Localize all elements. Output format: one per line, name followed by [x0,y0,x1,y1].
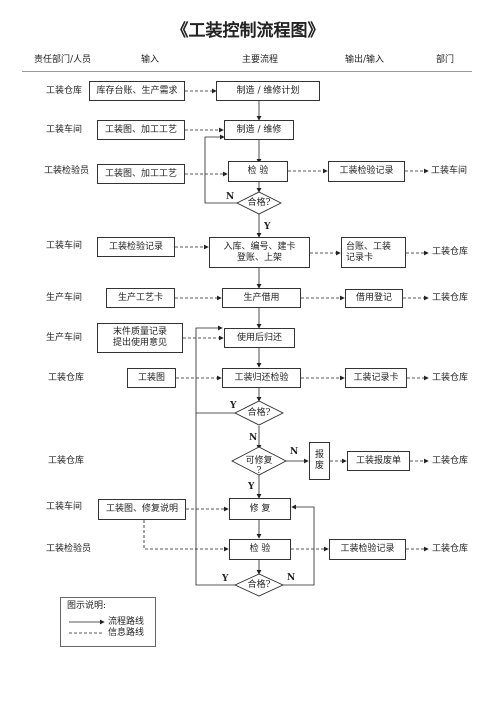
row5-input-box: 生产工艺卡 [106,288,175,308]
row10-process-box: 检 验 [229,539,291,560]
qualified-label-3: 合格? [247,580,271,590]
row3-dept: 工装检验员 [44,166,90,176]
row8-output-box: 工装报废单 [347,451,410,471]
row4-input-box: 工装检验记录 [97,237,175,257]
row5-dept2: 工装仓库 [432,293,469,303]
qualified-label-2: 合格? [247,408,271,418]
row3-process-box: 检 验 [228,161,288,182]
label-y2: Y [230,401,237,411]
label-n2: N [249,433,258,443]
row8-dept2: 工装仓库 [432,456,469,466]
row8-dept: 工装仓库 [48,456,85,466]
row10-dept: 工装检验员 [46,544,92,554]
row3-output-box: 工装检验记录 [328,161,405,182]
repairable-diamond [231,446,287,476]
row5-process-box: 生产借用 [222,288,301,308]
row6-process-box: 使用后归还 [224,328,295,348]
qualified-diamond-3 [234,573,284,597]
header-dept2: 部门 [436,55,455,65]
row6-dept: 生产车间 [46,333,83,343]
row1-process-box: 制造 / 维修计划 [216,81,320,101]
row7-dept2: 工装仓库 [432,373,469,383]
repairable-label: 可修复 ? [245,456,273,476]
label-n3: N [290,447,299,457]
row4-dept2: 工装仓库 [432,247,469,257]
legend-flow-label: 流程路线 [108,617,145,627]
row2-input-box: 工装图、加工工艺 [97,120,185,140]
qualified-diamond-1 [236,191,282,215]
legend-info-label: 信息路线 [108,628,145,638]
label-y4: Y [222,574,229,584]
row4-process-box: 入库、编号、建卡 登账、上架 [209,237,310,268]
page-title: 《工装控制流程图》 [171,21,325,41]
row3-input-box: 工装图、加工工艺 [97,164,185,184]
row7-output-box: 工装记录卡 [345,368,407,388]
label-y3: Y [248,482,255,492]
row7-process-box: 工装归还检验 [222,368,301,388]
header-divider [22,71,472,72]
legend-box: 图示说明: 流程路线 信息路线 [60,597,156,647]
row2-dept: 工装车间 [46,125,83,135]
label-y1: Y [264,222,271,232]
row4-output-box: 台账、工装 记录卡 [341,237,406,268]
row5-dept: 生产车间 [46,293,83,303]
header-io: 输出/输入 [345,55,385,65]
row1-input-box: 库存台账、生产需求 [89,81,185,101]
header-process: 主要流程 [242,55,279,65]
row2-process-box: 制造 / 维修 [224,120,294,140]
qualified-label-1: 合格? [247,198,271,208]
row9-input-box: 工装图、修复说明 [98,499,186,520]
header-input: 输入 [141,55,160,65]
label-n4: N [287,573,296,583]
qualified-diamond-2 [234,400,284,426]
row4-dept: 工装车间 [46,241,83,251]
row5-output-box: 借用登记 [345,289,403,308]
row9-dept: 工装车间 [46,502,83,512]
row10-output-box: 工装检验记录 [329,539,406,560]
legend-title: 图示说明: [67,601,107,611]
row10-dept2: 工装仓库 [432,544,469,554]
header-dept: 责任部门/人员 [34,55,92,65]
row9-process-box: 修 复 [229,498,291,520]
row1-dept: 工装仓库 [46,86,83,96]
row7-dept: 工装仓库 [48,373,85,383]
scrap-box: 报 废 [309,442,330,480]
label-n1: N [226,192,235,202]
row6-input-box: 末件质量记录 提出使用意见 [97,323,183,353]
row7-input-box: 工装图 [127,368,176,388]
row3-dept2: 工装车间 [431,166,468,176]
